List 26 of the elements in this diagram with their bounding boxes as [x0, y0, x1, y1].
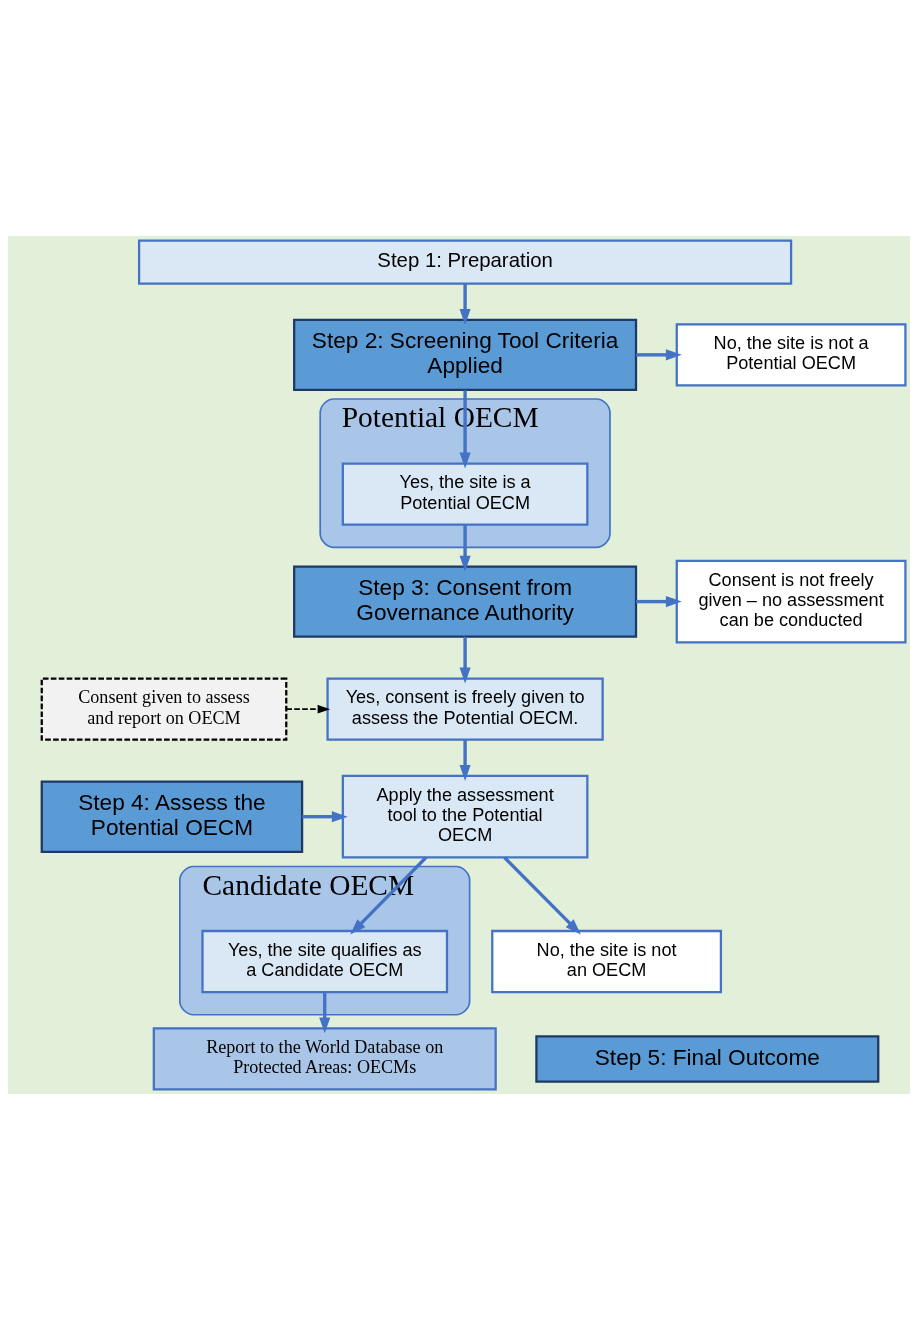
- node-box: Step 1: Preparation: [137, 238, 793, 285]
- arrow: [636, 595, 682, 607]
- arrow: [459, 389, 471, 468]
- arrow: [459, 524, 471, 572]
- node-box: Step 5: Final Outcome: [535, 1034, 880, 1083]
- arrow: [459, 636, 471, 683]
- arrow: [302, 810, 348, 822]
- node-box: Step 3: Consent from Governance Authority: [293, 564, 638, 638]
- node-box: No, the site is not an OECM: [491, 929, 723, 993]
- arrow: [350, 855, 428, 935]
- arrow: [503, 855, 581, 935]
- arrow: [636, 348, 682, 360]
- node-box: No, the site is not a Potential OECM: [675, 322, 907, 387]
- node-box: Yes, consent is freely given to assess the Potential OECM.: [326, 676, 604, 741]
- node-box: Step 4: Assess the Potential OECM: [40, 779, 304, 853]
- node-box: Consent is not freely given – no assessment can be conducted: [675, 559, 907, 643]
- node-box: Step 2: Screening Tool Criteria Applied: [293, 318, 638, 391]
- arrow: [285, 704, 331, 713]
- node-box: Yes, the site is a Potential OECM: [341, 461, 589, 526]
- node-box: Yes, the site qualifies as a Candidate OECM: [201, 929, 449, 993]
- arrow: [319, 991, 331, 1033]
- node-box: Report to the World Database on Protected Areas: OECMs: [152, 1026, 497, 1091]
- arrow: [459, 283, 471, 325]
- node-box: Apply the assessment tool to the Potential OECM: [341, 774, 589, 859]
- node-box: Consent given to assess and report on OECM: [40, 676, 288, 741]
- arrow: [459, 739, 471, 781]
